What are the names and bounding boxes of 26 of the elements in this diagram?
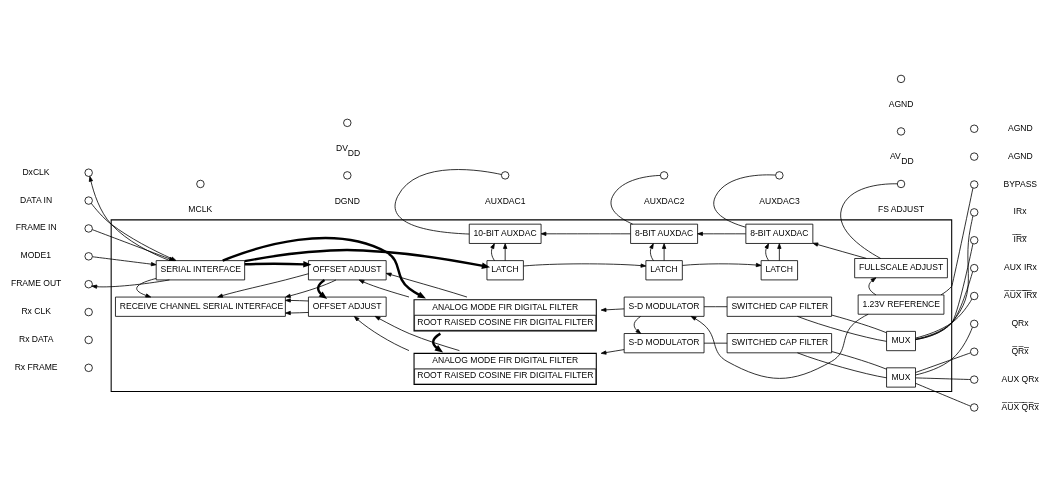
node-label: AUX IRx — [1003, 262, 1037, 273]
node-label: MODE1 — [20, 250, 52, 261]
node-label: Rx DATA — [18, 333, 54, 344]
node-label: A̅U̅X̅ ̅Q̅R̅x̅ — [1001, 401, 1039, 412]
node-label: AUXDAC3 — [759, 195, 800, 206]
node-label: DxCLK — [22, 166, 50, 177]
node-label: AUX QRx — [1001, 373, 1039, 384]
node-label: Q̅R̅x̅ — [1011, 345, 1029, 356]
node-label: AGND — [1007, 150, 1033, 161]
node-label: Rx CLK — [21, 306, 51, 317]
node-label: FRAME OUT — [10, 278, 62, 289]
node-label: FRAME IN — [15, 222, 57, 233]
node-label: I̅R̅x̅ — [1013, 234, 1027, 245]
node-label: A̅U̅X̅ ̅I̅R̅x̅ — [1003, 290, 1037, 301]
node-label: IRx — [1013, 206, 1027, 217]
node-label: QRx — [1011, 317, 1029, 328]
node-label: MCLK — [188, 204, 213, 215]
node-label: Rx FRAME — [14, 361, 58, 372]
node-label: AGND — [1007, 122, 1033, 133]
node-label: FS ADJUST — [877, 204, 925, 215]
node-label: DGND — [334, 195, 360, 206]
node-label: BYPASS — [1003, 178, 1038, 189]
node-label: AUXDAC1 — [485, 195, 526, 206]
node-label: AGND — [888, 99, 914, 110]
node-label: DATA IN — [20, 194, 53, 205]
node-label: AUXDAC2 — [644, 195, 685, 206]
